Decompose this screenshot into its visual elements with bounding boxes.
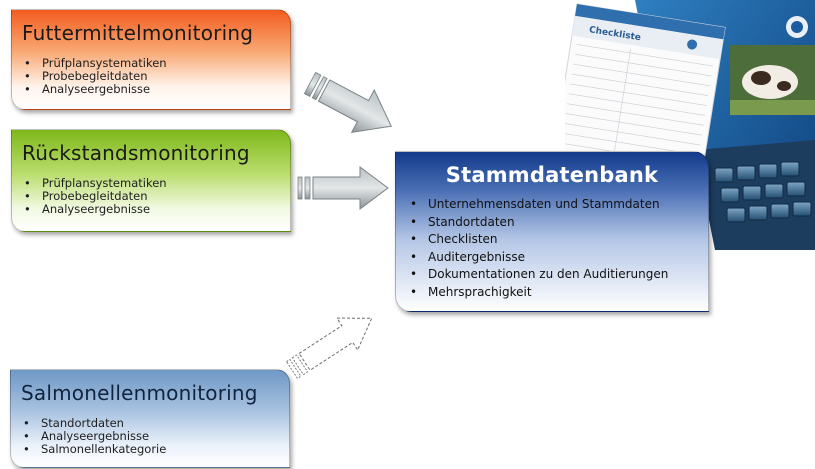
list-item: Analyseergebnisse (22, 203, 280, 217)
list-item: Auditergebnisse (408, 249, 696, 267)
list-item: Salmonellenkategorie (21, 443, 279, 457)
list-item: Probebegleitdaten (22, 70, 280, 84)
futtermittelmonitoring-title: Futtermittelmonitoring (22, 21, 254, 45)
rueckstandsmonitoring-list: Prüfplansystematiken Probebegleitdaten A… (22, 177, 280, 217)
list-item: Mehrsprachigkeit (408, 284, 696, 302)
list-item: Analyseergebnisse (21, 430, 279, 444)
salmonellenmonitoring-list: Standortdaten Analyseergebnisse Salmonel… (21, 417, 279, 457)
list-item: Prüfplansystematiken (22, 177, 280, 191)
futtermittelmonitoring-list: Prüfplansystematiken Probebegleitdaten A… (22, 57, 280, 97)
list-item: Probebegleitdaten (22, 190, 280, 204)
list-item: Standortdaten (408, 214, 696, 232)
list-item: Standortdaten (21, 417, 279, 431)
rueckstandsmonitoring-box: Rückstandsmonitoring Prüfplansystematike… (11, 129, 291, 232)
salmonellenmonitoring-title: Salmonellenmonitoring (21, 381, 258, 405)
futtermittelmonitoring-box: Futtermittelmonitoring Prüfplansystemati… (11, 9, 291, 110)
list-item: Prüfplansystematiken (22, 57, 280, 71)
list-item: Unternehmensdaten und Stammdaten (408, 196, 696, 214)
list-item: Analyseergebnisse (22, 83, 280, 97)
list-item: Dokumentationen zu den Auditierungen (408, 266, 696, 284)
list-item: Checklisten (408, 231, 696, 249)
stammdatenbank-box: Stammdatenbank Unternehmensdaten und Sta… (395, 151, 709, 312)
salmonellenmonitoring-box: Salmonellenmonitoring Standortdaten Anal… (10, 369, 290, 468)
rueckstandsmonitoring-title: Rückstandsmonitoring (22, 141, 250, 165)
arrow-futtermittel-to-stammdatenbank (303, 71, 392, 134)
arrow-salmonellen-to-stammdatenbank (285, 317, 373, 380)
arrow-rueckstand-to-stammdatenbank (297, 166, 389, 210)
stammdatenbank-title: Stammdatenbank (445, 163, 659, 187)
stammdatenbank-list: Unternehmensdaten und Stammdaten Standor… (408, 196, 696, 301)
